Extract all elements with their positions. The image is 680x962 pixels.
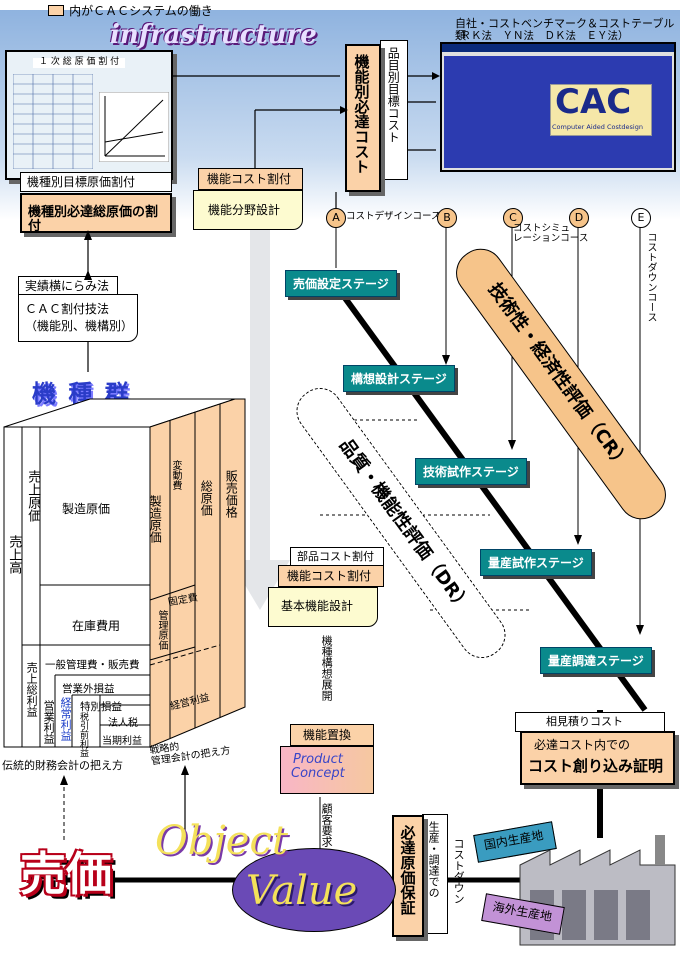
object-value-ellipse [232,848,396,932]
variable-cost: 変動費 [170,460,181,490]
page-title: infrastructure [110,20,317,50]
stage-price-setting: 売価設定ステージ [285,270,397,297]
selling-price-column: 販売価格 [224,470,239,518]
inventory-cost: 在庫費用 [72,619,121,633]
extraordinary-pl: 特別損益 [80,701,122,713]
competitive-quote-cost: 相見積りコスト [515,712,665,732]
basic-function-text: 基本機能設計 [281,599,354,613]
basic-function-design: 基本機能設計 [268,587,378,627]
sheet-table [13,74,93,169]
parts-cost-allocation: 部品コスト割付 [290,547,384,566]
selling-price: 売価 [20,847,112,901]
cac-caption-methods: （ＲＫ法 ＹＮ法 ＤＫ法 ＥＹ法） [450,30,629,42]
ordinary-profit: 経常利益 [59,697,73,741]
function-field-design: 機能分野設計 [193,190,303,230]
model-concept-expansion: 機種構想展開 [320,635,334,701]
cac-logo-panel [550,84,652,136]
stage-mass-prototype: 量産試作ステージ [480,549,592,576]
sheet-graph [99,92,169,162]
parts-cost-text: 部品コスト割付 [297,550,374,563]
cac-logo-sub: Computer Aided Costdesign [552,123,643,131]
function-cost-allocation-top-text: 機能コスト割付 [207,172,292,186]
non-operating-pl: 営業外損益 [62,683,115,695]
course-a-badge: A [326,208,346,228]
benchmark-method-text: 実績横にらみ法 [25,279,110,293]
operating-profit: 営業利益 [42,700,56,744]
course-e-label: コストダウンコース [645,232,656,322]
cost-build-in-proof: 必達コスト内での コスト創り込み証明 [520,731,675,785]
course-e-badge: E [631,208,651,228]
function-cost-allocation-mid: 機能コスト割付 [278,565,384,587]
function-cost-allocation-top: 機能コスト割付 [198,168,303,190]
product-concept: Product Concept [280,746,374,794]
gross-profit: 売上総利益 [25,662,39,717]
stage-concept-design: 構想設計ステージ [343,365,455,392]
sales-revenue: 売上高 [6,535,22,574]
cac-window: CAC Computer Aided Costdesign [440,42,676,172]
cost-down-label: コストダウン [452,838,466,904]
cac-logo: CAC [555,82,632,122]
value-label: Value [246,868,358,914]
production-procurement-box: 生産・調達での [422,814,448,934]
stage-tech-prototype: 技術試作ステージ [415,458,527,485]
required-function-cost: 機能別必達コスト [345,44,381,192]
overseas-site-text: 海外生産地 [491,899,554,924]
legend-text: 内がＣＡＣシステムの働き [69,4,213,18]
function-field-design-text: 機能分野設計 [208,203,281,217]
required-total-cost-text: 機種別必達総原価の割付 [28,205,159,235]
object-label: Object [155,818,288,864]
cost-of-sales: 売上原価 [25,470,41,522]
stage-mass-procurement: 量産調達ステージ [540,647,652,674]
pretax-profit: 税引前利益 [78,712,88,757]
competitive-quote-text: 相見積りコスト [546,715,623,728]
management-cost: 管理原価 [156,610,167,650]
proof-line-1: 必達コスト内での [534,738,631,752]
net-profit: 当期利益 [102,736,142,747]
course-c-badge: C [503,208,523,228]
general-admin-sales-cost: 一般管理費・販売費 [45,659,140,671]
function-cost-mid-text: 機能コスト割付 [287,569,372,583]
course-a-label: コストデザインコース [346,211,441,222]
course-c-label: コストシミュ レーションコース [513,223,589,245]
item-target-cost-text: 品目別目標コスト [386,47,401,143]
target-cost-allocation-text: 機種別目標原価割付 [27,175,136,189]
target-cost-allocation-label: 機種別目標原価割付 [20,172,172,192]
cac-allocation-method: ＣＡＣ割付技法 （機能別、機構別） [18,294,138,342]
item-target-cost: 品目別目標コスト [380,40,408,180]
total-cost: 総原価 [199,480,214,516]
proof-line-2: コスト創り込み証明 [528,757,664,775]
sheet-title: １ 次 総 原 価 割 付 [33,57,126,68]
corporate-tax: 法人税 [108,718,138,729]
function-replacement: 機能置換 [290,724,374,746]
manufacturing-cost-h: 製造原価 [62,502,111,516]
cac-caption: 自社・コストベンチマーク＆コストテーブル類 [455,17,675,43]
function-replacement-text: 機能置換 [303,728,352,742]
traditional-accounting: 伝統的財務会計の把え方 [2,759,123,772]
cac-window-titlebar [442,44,674,52]
legend: 内がＣＡＣシステムの働き [48,0,213,19]
required-function-cost-text: 機能別必達コスト [352,54,371,174]
customer-request: 顧客要求 [320,803,334,847]
cost-block-3d [3,398,246,748]
course-b-badge: B [437,208,457,228]
required-total-cost-allocation: 機種別必達総原価の割付 [20,193,172,235]
manufacturing-cost-v: 製造原価 [148,495,163,543]
required-cost-guarantee-text: 必達原価保証 [398,825,417,915]
cac-allocation-text: ＣＡＣ割付技法 （機能別、機構別） [25,302,134,334]
course-d-badge: D [569,208,589,228]
product-concept-text: Product Concept [291,752,345,782]
required-cost-guarantee: 必達原価保証 [392,815,424,937]
production-procurement-text: 生産・調達での [427,821,441,898]
domestic-site-text: 国内生産地 [482,828,545,853]
